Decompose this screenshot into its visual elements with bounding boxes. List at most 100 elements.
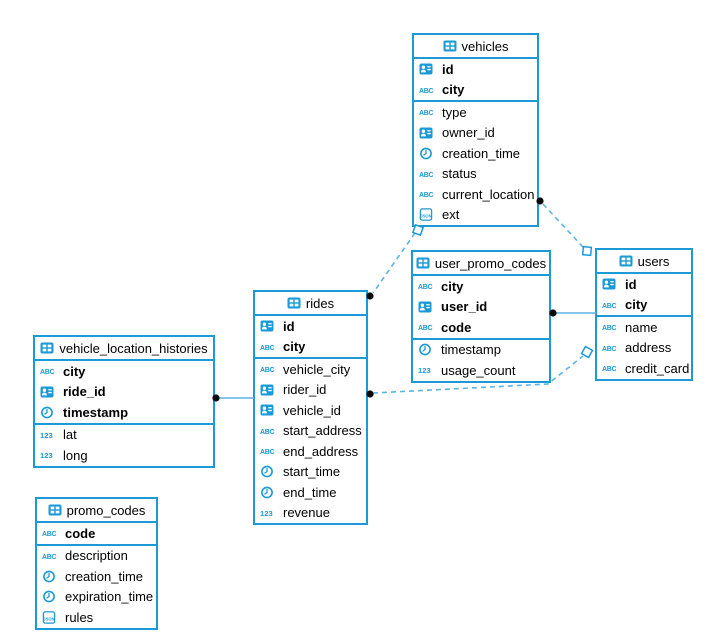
field-label: status (442, 166, 477, 182)
field-label: creation_time (442, 145, 521, 161)
string-type-icon: ABC (602, 322, 621, 332)
field-label: timestamp (63, 404, 129, 420)
time-type-icon (260, 465, 279, 478)
field-label: owner_id (442, 125, 495, 141)
field-label: type (442, 104, 467, 120)
field-label: creation_time (65, 568, 144, 584)
connection-square-endpoint (581, 245, 593, 257)
connection-vehicles-users (536, 197, 593, 257)
table-icon (40, 342, 54, 354)
field-row: start_time (255, 462, 366, 483)
connection-user_promo_codes-users (549, 309, 596, 317)
field-row: expiration_time (37, 587, 156, 608)
string-type-icon: ABC (602, 300, 621, 310)
time-type-icon (42, 570, 61, 583)
field-row: user_id (413, 297, 549, 318)
field-row: timestamp (35, 402, 213, 423)
primary-key-section: ABC code (37, 523, 156, 544)
table-icon (287, 297, 301, 309)
table-icon (443, 40, 457, 52)
table-header: vehicles (414, 35, 537, 59)
table-name: vehicles (461, 38, 509, 54)
number-type-icon: 123 (418, 365, 437, 375)
field-label: timestamp (441, 342, 501, 358)
table-header: promo_codes (37, 499, 156, 523)
string-type-icon: ABC (419, 85, 438, 95)
field-row: end_time (255, 482, 366, 503)
table-name: vehicle_location_histories (59, 340, 208, 356)
table-name: users (637, 253, 670, 269)
string-type-icon: ABC (419, 189, 438, 199)
svg-text:ABC: ABC (419, 110, 434, 117)
time-type-icon (260, 486, 279, 499)
svg-text:123: 123 (418, 366, 431, 375)
svg-text:ABC: ABC (260, 367, 275, 374)
field-row: ABC code (37, 523, 156, 544)
field-label: user_id (441, 299, 488, 315)
string-type-icon: ABC (418, 281, 437, 291)
field-row: rider_id (255, 380, 366, 401)
field-label: id (283, 318, 295, 334)
field-label: lat (63, 427, 77, 443)
json-type-icon: JSON (42, 610, 61, 624)
svg-text:123: 123 (40, 431, 53, 440)
string-type-icon: ABC (260, 446, 279, 456)
uuid-type-icon (40, 386, 59, 398)
uuid-type-icon (260, 404, 279, 416)
svg-text:ABC: ABC (42, 531, 57, 538)
field-label: ext (442, 207, 460, 223)
string-type-icon: ABC (419, 107, 438, 117)
field-row: 123 lat (35, 425, 213, 446)
field-label: end_time (283, 484, 337, 500)
field-row: id (414, 59, 537, 80)
field-label: code (65, 525, 96, 541)
svg-text:123: 123 (40, 451, 53, 460)
connection-vehicle_location_histories-rides (212, 394, 254, 402)
svg-text:ABC: ABC (418, 325, 433, 332)
svg-text:ABC: ABC (602, 366, 617, 373)
field-row: ABC credit_card (597, 358, 691, 379)
field-label: current_location (442, 186, 535, 202)
uuid-type-icon (260, 384, 279, 396)
field-label: vehicle_id (283, 402, 341, 418)
number-type-icon: 123 (40, 450, 59, 460)
svg-text:ABC: ABC (419, 88, 434, 95)
string-type-icon: ABC (602, 363, 621, 373)
field-row: owner_id (414, 123, 537, 144)
svg-text:123: 123 (260, 509, 273, 518)
field-row: creation_time (37, 566, 156, 587)
field-row: ride_id (35, 382, 213, 403)
svg-text:JSON: JSON (43, 616, 54, 621)
svg-text:ABC: ABC (260, 449, 275, 456)
field-label: start_time (283, 464, 341, 480)
svg-text:ABC: ABC (602, 303, 617, 310)
uuid-type-icon (602, 278, 621, 290)
field-label: city (63, 363, 86, 379)
field-label: credit_card (625, 360, 690, 376)
field-row: ABC code (413, 317, 549, 338)
field-label: id (442, 61, 454, 77)
field-row: id (255, 316, 366, 337)
field-label: city (283, 339, 306, 355)
table-icon (48, 504, 62, 516)
field-label: code (441, 319, 472, 335)
